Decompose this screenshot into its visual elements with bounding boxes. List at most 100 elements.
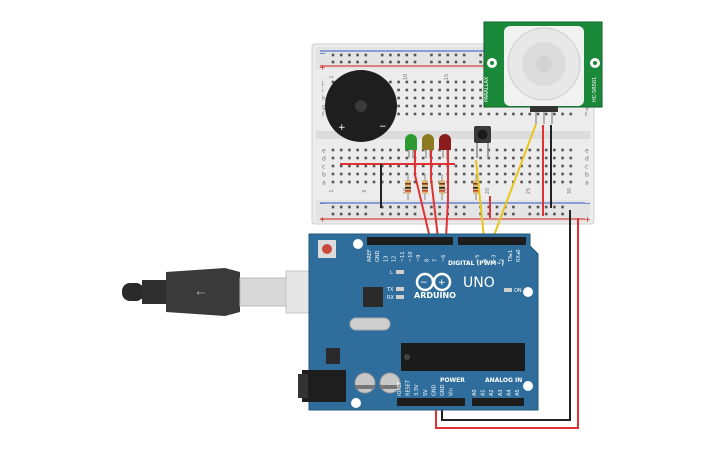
rail-hole	[536, 212, 540, 216]
rail-hole	[397, 60, 400, 64]
rail-hole	[389, 205, 392, 209]
row-letter: b	[322, 172, 326, 179]
breadboard-hole	[421, 112, 425, 116]
breadboard-hole	[389, 180, 392, 184]
rail-hole	[430, 53, 433, 57]
rail-hole	[561, 205, 564, 209]
rail-hole	[454, 205, 458, 209]
breadboard-hole	[520, 148, 523, 152]
breadboard-hole	[372, 180, 376, 184]
breadboard-hole	[544, 180, 548, 184]
led-green	[405, 134, 417, 150]
breadboard-hole	[544, 164, 548, 168]
rail-hole	[413, 205, 417, 209]
breadboard-hole	[331, 180, 335, 184]
breadboard-hole	[528, 156, 532, 160]
breadboard-hole	[446, 80, 450, 84]
breadboard-hole	[479, 164, 482, 168]
breadboard-hole	[479, 104, 482, 108]
rail-hole	[356, 212, 359, 216]
arduino-logo-icon: − +	[415, 272, 452, 292]
breadboard-hole	[503, 112, 507, 116]
rail-hole	[331, 212, 335, 216]
svg-text:−: −	[420, 278, 428, 288]
rail-hole	[454, 53, 458, 57]
row-letter: a	[322, 180, 326, 187]
breadboard-hole	[331, 80, 335, 84]
rail-hole	[389, 212, 392, 216]
breadboard-hole	[479, 88, 482, 92]
breadboard-hole	[536, 180, 540, 184]
breadboard-hole	[348, 172, 351, 176]
breadboard-hole	[331, 148, 335, 152]
breadboard-hole	[454, 88, 458, 92]
rail-hole	[430, 212, 433, 216]
breadboard-hole	[561, 164, 564, 168]
rail-hole	[380, 212, 384, 216]
breadboard-hole	[421, 172, 425, 176]
breadboard-hole	[471, 180, 474, 184]
breadboard-hole	[462, 180, 466, 184]
rail-hole	[536, 205, 540, 209]
breadboard-hole	[544, 172, 548, 176]
breadboard-hole	[487, 112, 491, 116]
breadboard-hole	[471, 104, 474, 108]
digital-pin-label: ~3	[491, 255, 497, 262]
rail-hole	[405, 53, 409, 57]
breadboard-hole	[389, 148, 392, 152]
digital-pin-label: ~9	[416, 255, 422, 262]
breadboard-hole	[446, 104, 450, 108]
breadboard-hole	[380, 172, 384, 176]
column-number: 15	[444, 188, 450, 194]
svg-text:+: +	[319, 63, 326, 72]
breadboard-hole	[430, 112, 433, 116]
breadboard-hole	[405, 88, 409, 92]
rail-hole	[430, 60, 433, 64]
breadboard-hole	[397, 80, 400, 84]
rail-hole	[356, 53, 359, 57]
rail-hole	[454, 60, 458, 64]
breadboard-hole	[389, 172, 392, 176]
rail-hole	[454, 212, 458, 216]
breadboard-hole	[380, 164, 384, 168]
breadboard-hole	[348, 180, 351, 184]
rail-hole	[495, 212, 499, 216]
rail-hole	[438, 212, 441, 216]
row-letter: d	[585, 156, 589, 163]
breadboard-hole	[413, 88, 417, 92]
breadboard-hole	[430, 88, 433, 92]
breadboard-hole	[462, 148, 466, 152]
analog-pin-label: A0	[472, 389, 478, 396]
breadboard-hole	[397, 148, 400, 152]
breadboard-hole	[553, 148, 556, 152]
breadboard-hole	[520, 112, 523, 116]
breadboard-hole	[421, 164, 425, 168]
breadboard-hole	[512, 172, 515, 176]
breadboard-hole	[405, 164, 409, 168]
breadboard-hole	[462, 104, 466, 108]
row-letter: c	[585, 164, 588, 171]
rail-hole	[380, 53, 384, 57]
breadboard-hole	[487, 164, 491, 168]
row-letter: f	[585, 112, 588, 119]
rail-hole	[331, 60, 335, 64]
breadboard-hole	[372, 156, 376, 160]
breadboard-hole	[536, 172, 540, 176]
row-letter: b	[585, 172, 589, 179]
breadboard-hole	[397, 164, 400, 168]
breadboard-hole	[372, 148, 376, 152]
rail-hole	[430, 205, 433, 209]
breadboard-hole	[438, 156, 441, 160]
breadboard-hole	[397, 104, 400, 108]
rail-hole	[512, 205, 515, 209]
breadboard-hole	[454, 96, 458, 100]
breadboard-hole	[471, 112, 474, 116]
breadboard-hole	[356, 148, 359, 152]
breadboard-hole	[553, 156, 556, 160]
breadboard-hole	[356, 164, 359, 168]
rail-hole	[364, 60, 368, 64]
breadboard-hole	[438, 80, 441, 84]
analog-pin-label: A4	[506, 389, 512, 396]
breadboard-hole	[471, 156, 474, 160]
